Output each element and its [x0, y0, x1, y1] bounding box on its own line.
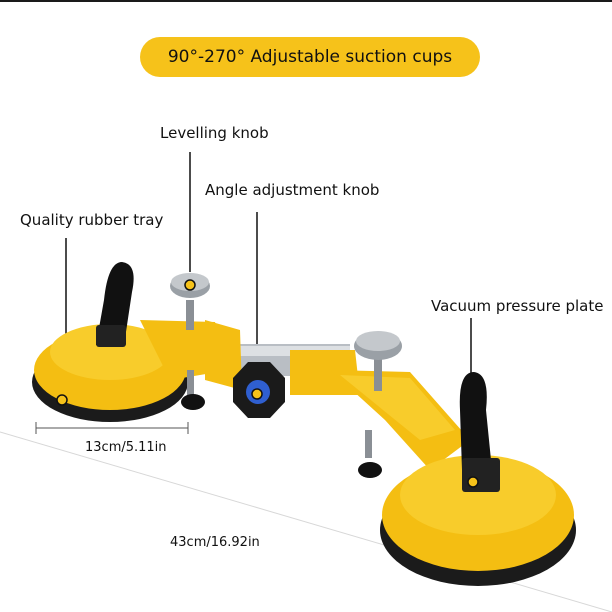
vacuum-pressure-plate-label: Vacuum pressure plate: [431, 297, 604, 315]
levelling-knob-label: Levelling knob: [160, 124, 269, 142]
right-lever: [459, 372, 492, 470]
cup-diameter-label: 13cm/5.11in: [85, 440, 167, 455]
overall-length-label: 43cm/16.92in: [170, 535, 260, 550]
angle-adjustment-knob-label: Angle adjustment knob: [205, 181, 380, 199]
feature-banner: 90°-270° Adjustable suction cups: [140, 37, 480, 77]
vacuum-pressure-plate: [462, 458, 500, 492]
top-border-line: [0, 0, 612, 2]
left-lever: [96, 262, 134, 345]
quality-rubber-tray-label: Quality rubber tray: [20, 211, 164, 229]
